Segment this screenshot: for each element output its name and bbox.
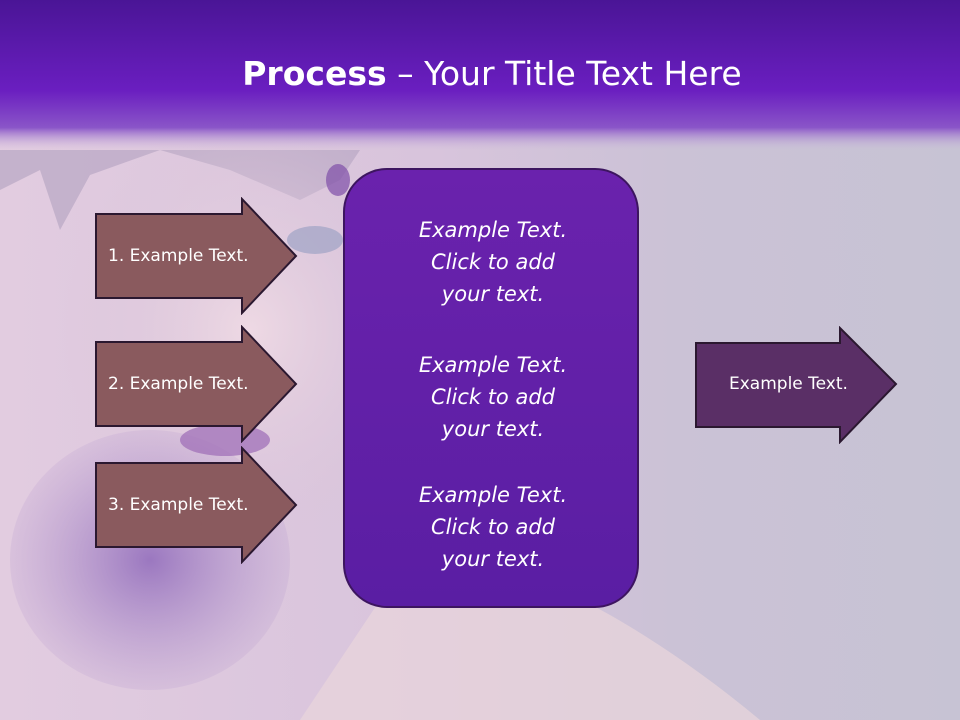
process-paragraph-2: Example Text. Click to add your text. bbox=[345, 349, 641, 445]
input-arrow-3-label: 3. Example Text. bbox=[108, 495, 249, 515]
process-paragraph-1: Example Text. Click to add your text. bbox=[345, 214, 641, 310]
input-arrow-1-label: 1. Example Text. bbox=[108, 246, 249, 266]
slide-title: Process – Your Title Text Here bbox=[0, 52, 960, 96]
output-arrow-label: Example Text. bbox=[729, 374, 848, 394]
input-arrow-2 bbox=[95, 325, 298, 443]
paragraph-3-line-3: your text. bbox=[441, 547, 545, 571]
title-bold: Process bbox=[242, 54, 387, 93]
output-arrow bbox=[695, 326, 898, 444]
process-paragraph-3: Example Text. Click to add your text. bbox=[345, 479, 641, 575]
title-text: Your Title Text Here bbox=[424, 54, 742, 93]
input-arrow-1 bbox=[95, 197, 298, 315]
paragraph-2-line-3: your text. bbox=[441, 417, 545, 441]
paragraph-1-line-3: your text. bbox=[441, 282, 545, 306]
header-band bbox=[0, 0, 960, 150]
paragraph-1-line-1: Example Text. bbox=[418, 218, 568, 242]
title-dash: – bbox=[386, 54, 425, 93]
paragraph-3-line-2: Click to add bbox=[430, 515, 555, 539]
process-box: Example Text. Click to add your text. Ex… bbox=[343, 168, 639, 608]
paragraph-2-line-2: Click to add bbox=[430, 385, 555, 409]
paragraph-3-line-1: Example Text. bbox=[418, 483, 568, 507]
input-arrow-3 bbox=[95, 446, 298, 564]
input-arrow-2-label: 2. Example Text. bbox=[108, 374, 249, 394]
paragraph-1-line-2: Click to add bbox=[430, 250, 555, 274]
paragraph-2-line-1: Example Text. bbox=[418, 353, 568, 377]
